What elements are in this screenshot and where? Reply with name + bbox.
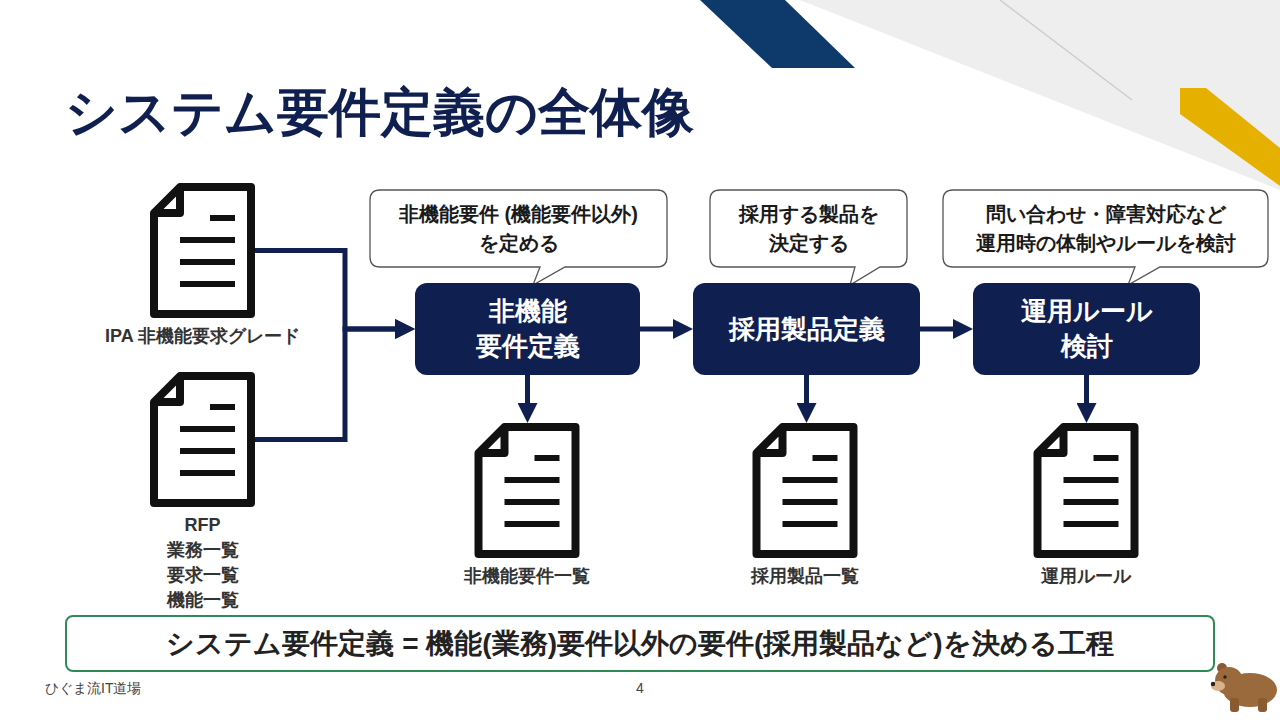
document-label: IPA 非機能要求グレード <box>83 324 323 349</box>
document-icon: IPA 非機能要求グレード <box>150 183 255 318</box>
bear-snout <box>1211 681 1225 691</box>
process-box: 採用製品定義 <box>693 283 920 375</box>
document-line <box>813 455 838 461</box>
document-line <box>180 426 235 432</box>
document-icon: 非機能要件一覧 <box>474 423 580 558</box>
document-line <box>1064 477 1119 483</box>
document-line <box>535 455 560 461</box>
bear-nose <box>1211 682 1215 686</box>
document-line <box>180 281 235 287</box>
document-line <box>505 499 560 505</box>
speech-bubble: 採用する製品を 決定する <box>710 190 907 267</box>
document-shape <box>757 427 854 554</box>
bubble-text: 問い合わせ・障害対応など 運用時の体制やルールを検討 <box>955 200 1256 258</box>
document-line <box>180 448 235 454</box>
document-outline <box>150 372 255 507</box>
document-line <box>783 477 838 483</box>
speech-bubble: 非機能要件 (機能要件以外)を定める <box>370 190 667 267</box>
document-label: RFP 業務一覧 要求一覧 機能一覧 <box>153 513 253 613</box>
speech-bubble: 問い合わせ・障害対応など 運用時の体制やルールを検討 <box>943 190 1268 267</box>
gray-triangle <box>800 0 1280 190</box>
flow-arrow <box>525 375 530 415</box>
document-shape <box>1038 427 1135 554</box>
box-label: システム要件定義 = 機能(業務)要件以外の要件(採用製品など)を決める工程 <box>166 626 1113 662</box>
flow-arrow <box>255 251 407 330</box>
flow-arrow <box>920 327 965 332</box>
document-line <box>505 521 560 527</box>
document-shape <box>154 376 251 503</box>
document-line <box>505 477 560 483</box>
bubble-shape <box>370 190 667 285</box>
navy-stripe <box>700 0 855 68</box>
process-box: 運用ルール 検討 <box>973 283 1200 375</box>
document-shape <box>479 427 576 554</box>
bear-leg <box>1230 698 1239 712</box>
document-label: 運用ルール <box>986 564 1186 589</box>
flow-arrow <box>255 329 407 440</box>
bear-illustration <box>1211 663 1277 712</box>
document-line <box>783 499 838 505</box>
box-label: 非機能 要件定義 <box>453 294 603 364</box>
summary-box: システム要件定義 = 機能(業務)要件以外の要件(採用製品など)を決める工程 <box>65 615 1215 672</box>
document-line <box>1064 521 1119 527</box>
bubble-outline <box>943 190 1268 267</box>
bubble-outline <box>710 190 907 267</box>
document-icon: 採用製品一覧 <box>752 423 858 558</box>
document-outline <box>474 423 580 558</box>
document-shape <box>154 187 251 314</box>
document-line <box>783 521 838 527</box>
document-label: 非機能要件一覧 <box>427 564 627 589</box>
document-line <box>180 259 235 265</box>
bubble-text: 採用する製品を 決定する <box>722 200 895 258</box>
bubble-outline <box>370 190 667 267</box>
document-line <box>1064 499 1119 505</box>
flow-arrow <box>640 327 685 332</box>
bubble-shape <box>710 190 907 285</box>
document-line <box>180 470 235 476</box>
flow-arrow <box>1084 375 1089 415</box>
bubble-shape <box>943 190 1268 285</box>
document-label: 採用製品一覧 <box>705 564 905 589</box>
document-line <box>210 215 235 221</box>
bubble-text: 非機能要件 (機能要件以外)を定める <box>382 200 655 258</box>
document-line <box>210 404 235 410</box>
box-label: 運用ルール 検討 <box>1012 294 1162 364</box>
page-number: 4 <box>600 679 680 697</box>
document-outline <box>1033 423 1139 558</box>
box-label: 採用製品定義 <box>729 312 885 347</box>
bear-leg <box>1258 698 1267 712</box>
flow-arrow <box>804 375 809 415</box>
bear-eye <box>1223 675 1226 678</box>
document-line <box>1094 455 1119 461</box>
document-icon: RFP 業務一覧 要求一覧 機能一覧 <box>150 372 255 507</box>
document-line <box>180 237 235 243</box>
yellow-stripe <box>1180 88 1280 186</box>
document-icon: 運用ルール <box>1033 423 1139 558</box>
slide-title: システム要件定義の全体像 <box>65 80 694 144</box>
footer-text: ひぐま流IT道場 <box>45 679 245 697</box>
gray-line <box>1000 0 1132 100</box>
process-box: 非機能 要件定義 <box>415 283 640 375</box>
document-outline <box>752 423 858 558</box>
document-outline <box>150 183 255 318</box>
